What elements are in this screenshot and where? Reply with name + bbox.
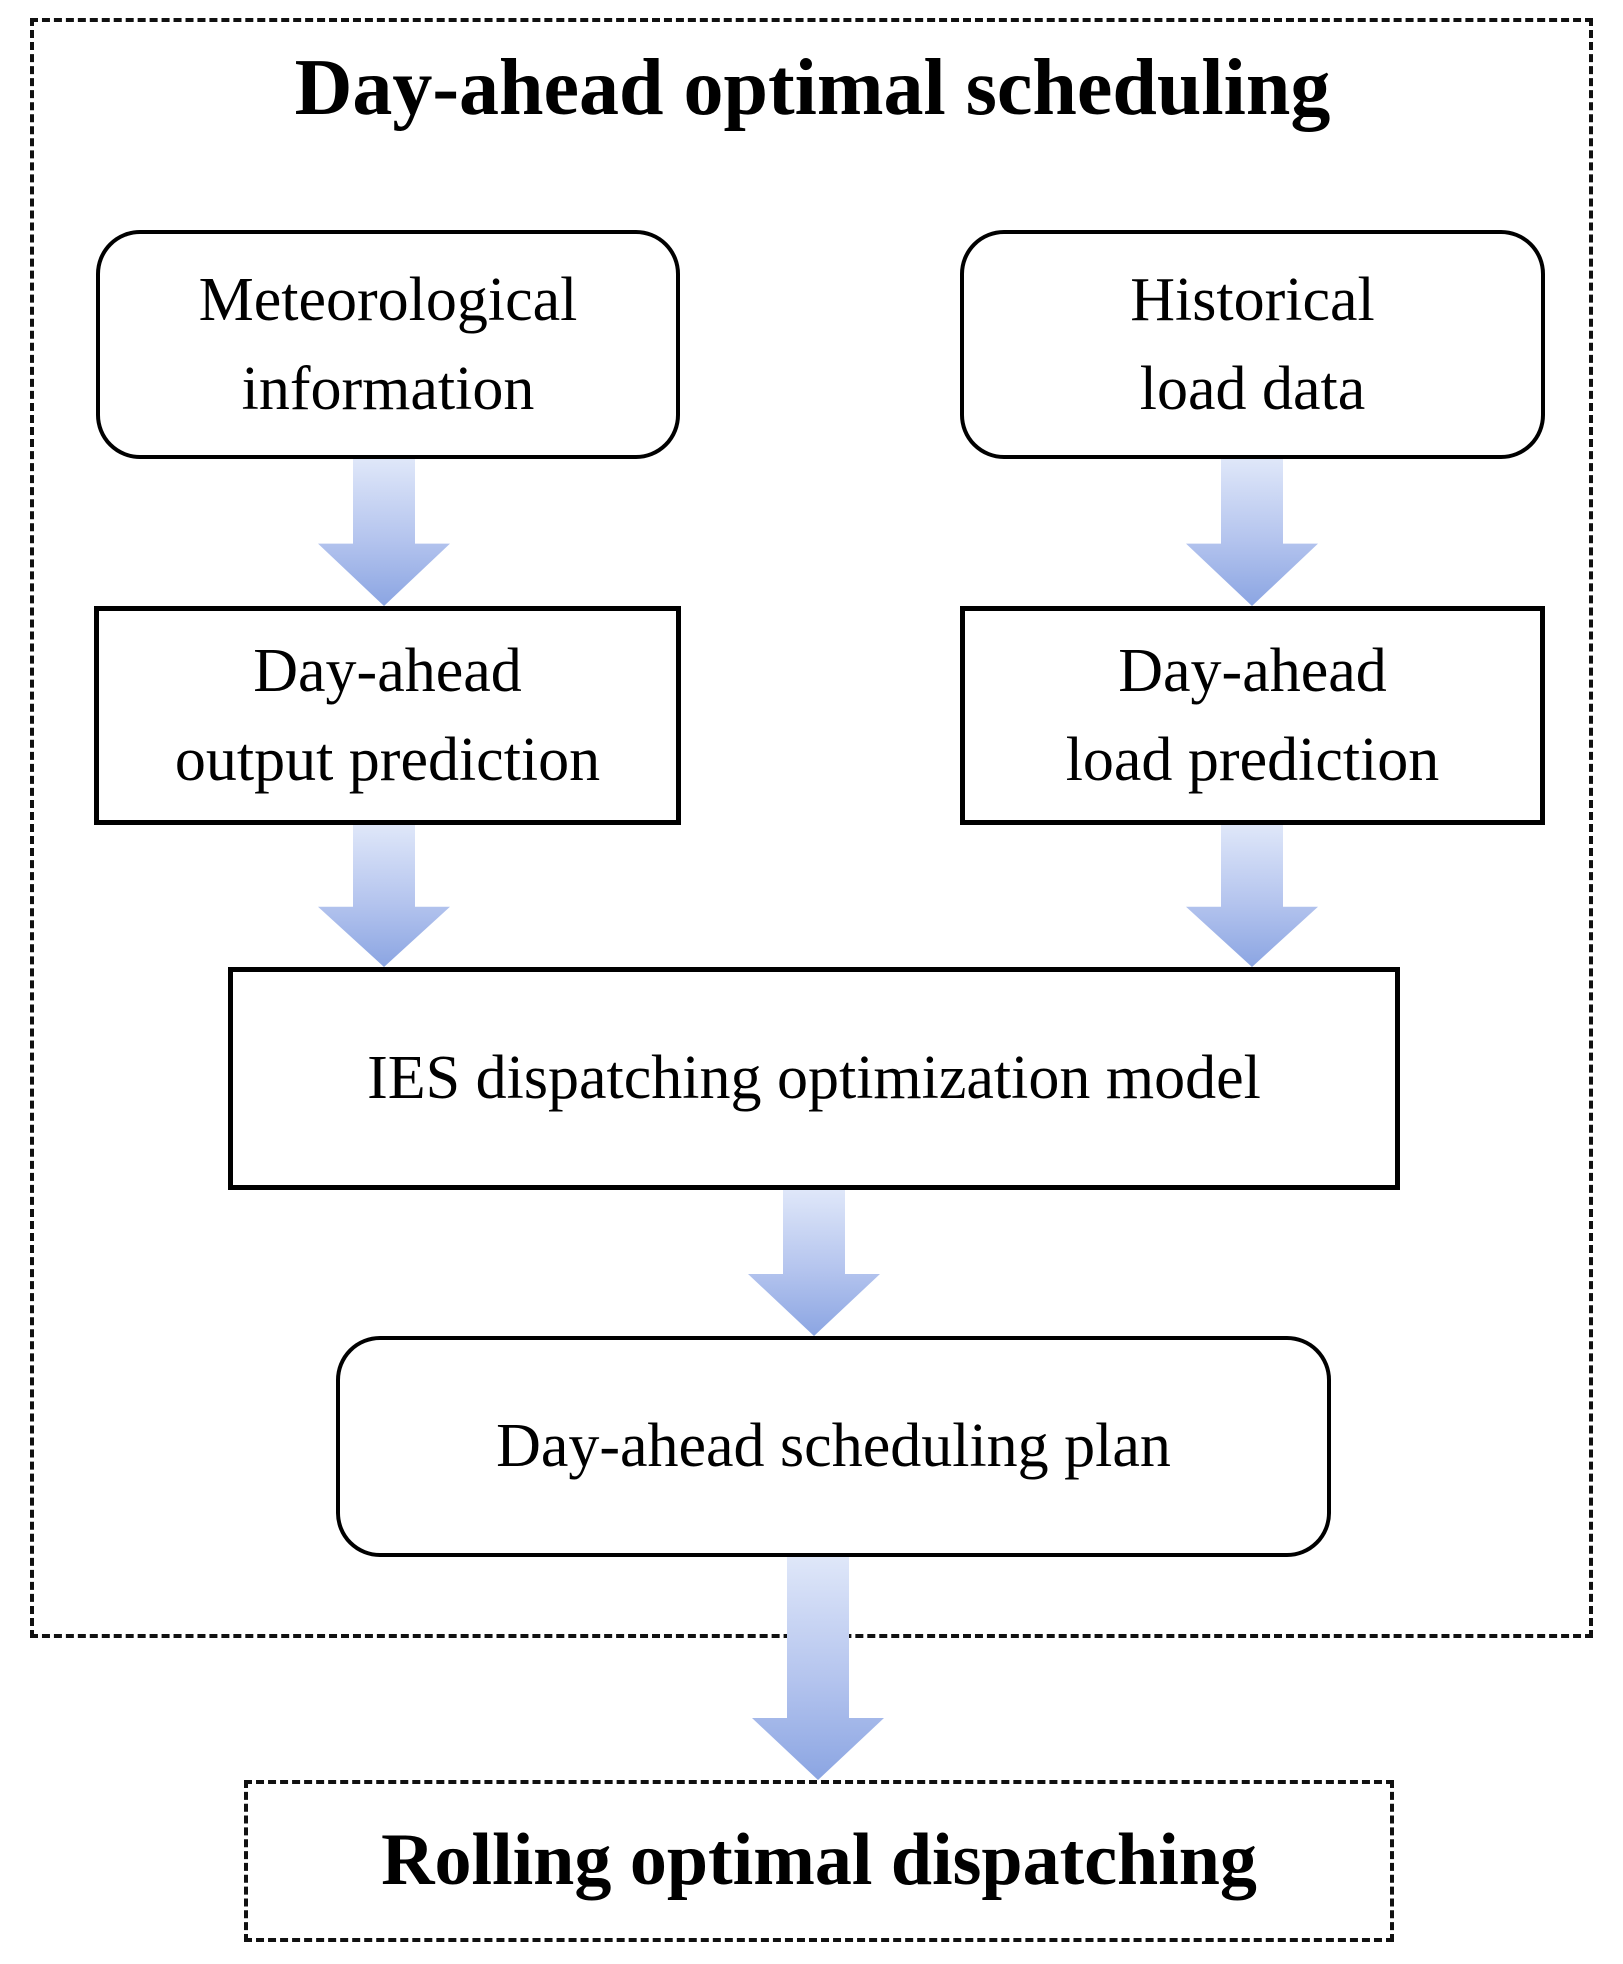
node-label-line: Meteorological <box>198 266 578 335</box>
node-label-line: Day-ahead <box>1118 637 1387 706</box>
node-label-line: load data <box>1139 354 1366 423</box>
node-label-line: Day-ahead scheduling plan <box>496 1412 1171 1481</box>
node-ies-dispatching-optimization-model: IES dispatching optimization model <box>228 967 1400 1190</box>
node-day-ahead-scheduling-plan: Day-ahead scheduling plan <box>336 1336 1331 1557</box>
down-arrow-icon <box>318 459 450 606</box>
node-label-line: Day-ahead <box>253 637 522 706</box>
node-label-line: Historical <box>1130 266 1375 335</box>
node-label-line: IES dispatching optimization model <box>367 1044 1261 1113</box>
node-label-line: output prediction <box>174 725 601 794</box>
node-label-line: Rolling optimal dispatching <box>381 1819 1257 1902</box>
node-label-line: information <box>241 354 535 423</box>
down-arrow-icon <box>1186 825 1318 967</box>
down-arrow-icon <box>748 1190 880 1336</box>
down-arrow-icon <box>1186 459 1318 606</box>
node-label-line: load prediction <box>1065 725 1440 794</box>
node-day-ahead-output-prediction: Day-ahead output prediction <box>94 606 681 825</box>
node-rolling-optimal-dispatching: Rolling optimal dispatching <box>244 1780 1394 1942</box>
down-arrow-icon <box>318 825 450 967</box>
node-historical-load-data: Historical load data <box>960 230 1545 459</box>
node-meteorological-information: Meteorological information <box>96 230 680 459</box>
down-arrow-icon <box>752 1557 884 1780</box>
diagram-title: Day-ahead optimal scheduling <box>294 44 1331 132</box>
node-day-ahead-load-prediction: Day-ahead load prediction <box>960 606 1545 825</box>
